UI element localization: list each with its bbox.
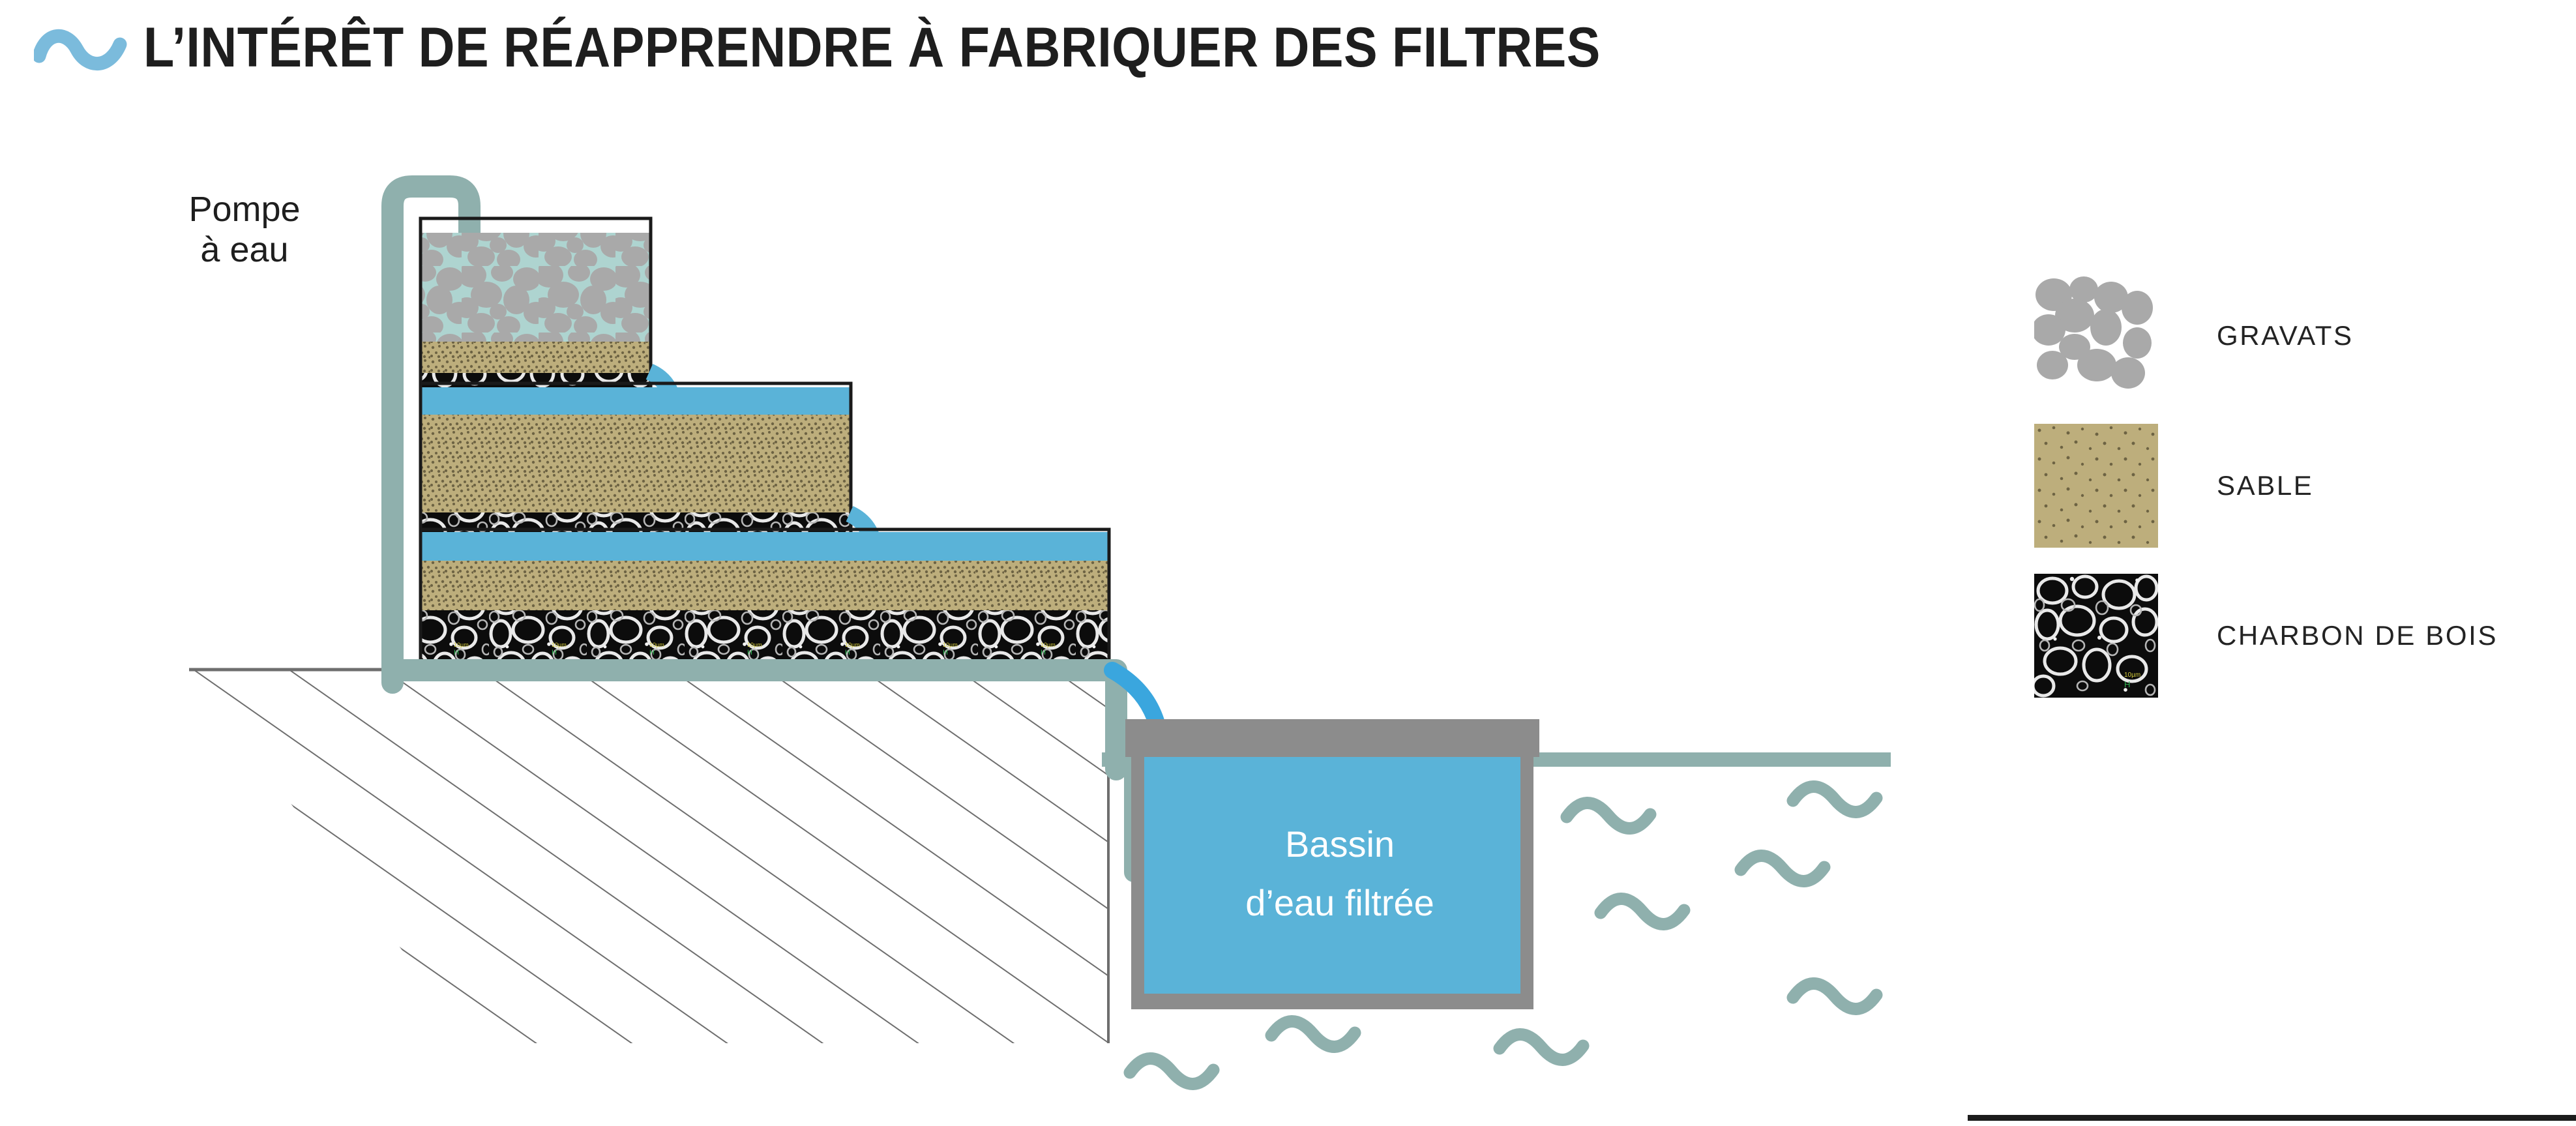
page-title: L’INTÉRÊT DE RÉAPPRENDRE À FABRIQUER DES… (143, 16, 1601, 79)
ground-soil (189, 668, 1110, 1043)
footer-rule (1968, 1115, 2576, 1121)
materials-legend: GRAVATS (2034, 261, 2549, 711)
svg-text:H: H (2124, 679, 2130, 689)
gravel-swatch (2034, 274, 2158, 398)
tier2-sand-layer (421, 415, 851, 512)
legend-item-sable: SABLE (2034, 411, 2549, 561)
sand-swatch (2034, 424, 2158, 548)
charcoal-swatch: 10µm H (2034, 574, 2158, 698)
tier2-water-layer (421, 387, 851, 415)
basin-top-slab (1125, 719, 1539, 757)
svg-text:10µm: 10µm (2124, 672, 2140, 679)
decorative-waves (1123, 780, 1883, 1090)
filter-tier-1 (419, 216, 653, 406)
tier3-sand-layer (421, 561, 1109, 610)
tier1-gravel-layer (421, 233, 651, 342)
legend-item-charbon: 10µm H CHARBON DE BOIS (2034, 561, 2549, 711)
water-pump-pipe (381, 175, 481, 694)
tier3-water-layer (421, 532, 1109, 561)
filtered-water-basin (1125, 719, 1539, 1009)
page-header: L’INTÉRÊT DE RÉAPPRENDRE À FABRIQUER DES… (0, 0, 2576, 98)
filter-tier-3 (419, 527, 1111, 672)
legend-label-gravats: GRAVATS (2217, 320, 2354, 351)
legend-item-gravats: GRAVATS (2034, 261, 2549, 411)
wave-logo-icon (34, 29, 127, 71)
tier1-sand-layer (421, 342, 651, 373)
filter-tier-2 (419, 381, 853, 552)
legend-label-charbon: CHARBON DE BOIS (2217, 620, 2498, 651)
basin-water (1144, 757, 1520, 994)
basin-label: Bassin d’eau filtrée (1245, 823, 1434, 923)
pump-label: Pompe à eau (188, 190, 301, 269)
legend-label-sable: SABLE (2217, 470, 2314, 501)
